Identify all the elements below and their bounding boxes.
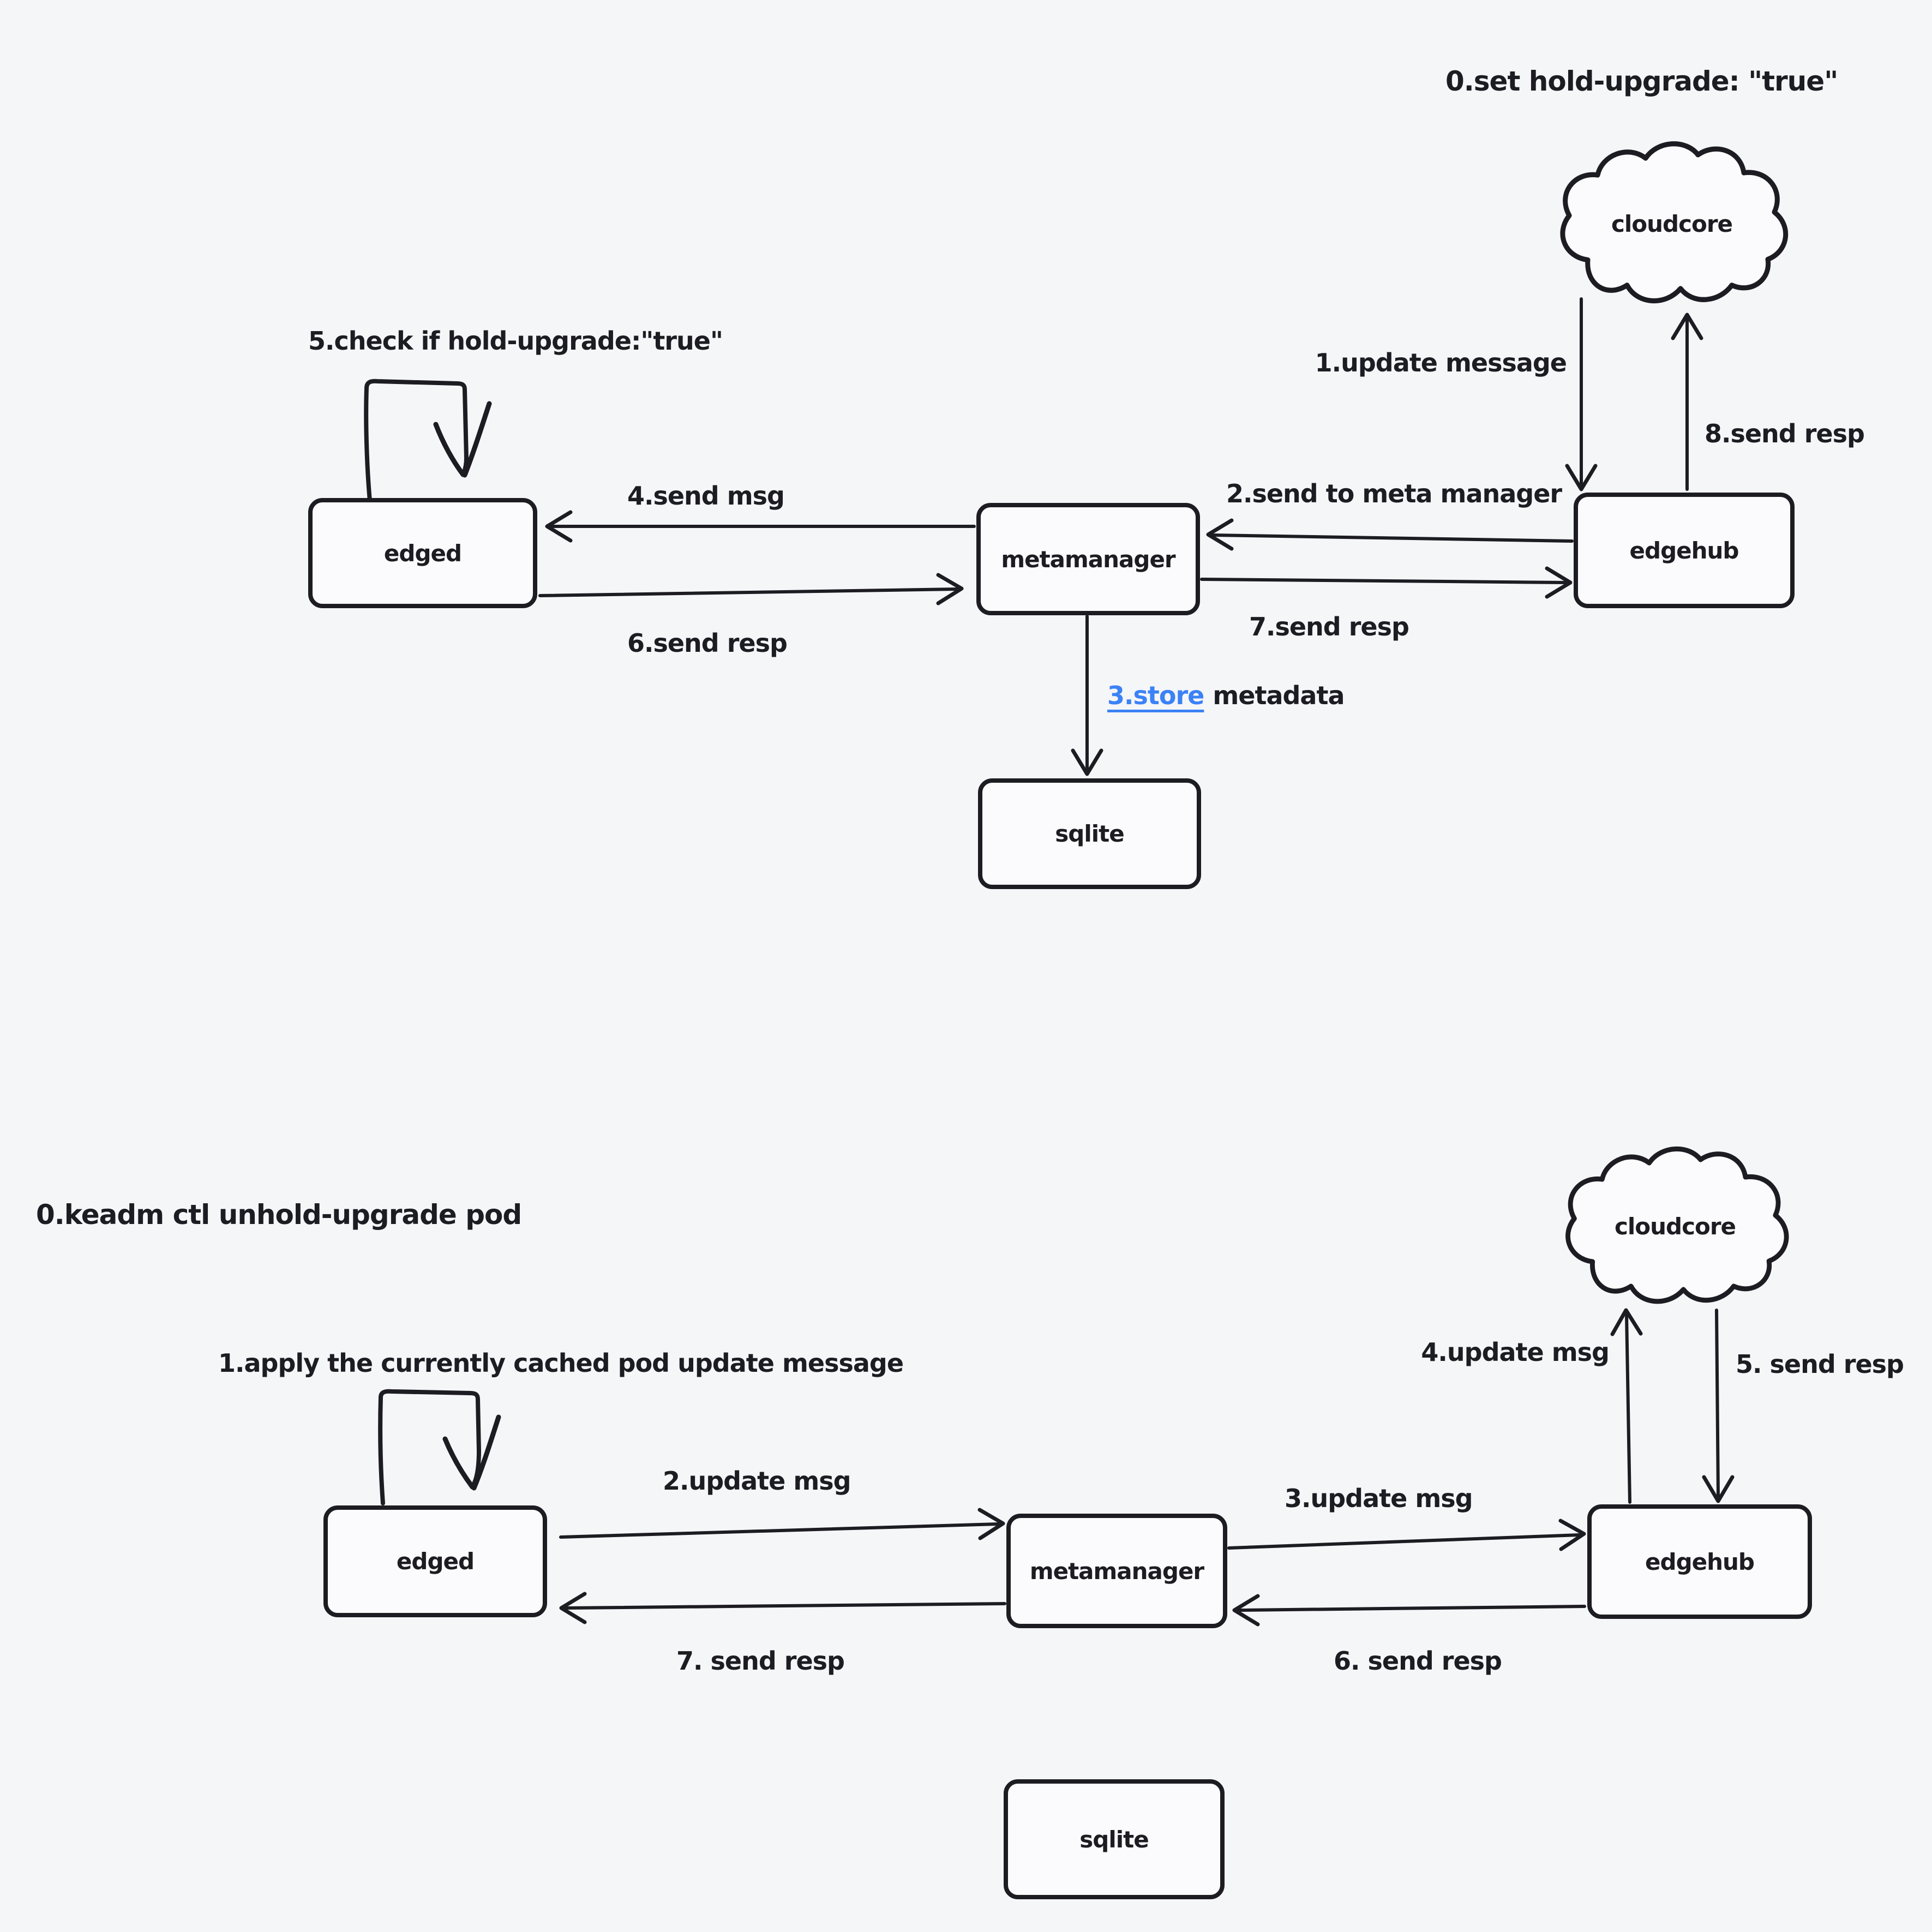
label-send-msg-4: 4.send msg <box>627 481 785 511</box>
arrow-send-to-meta-manager <box>1206 518 1574 551</box>
node-edgehub-top-label: edgehub <box>1629 537 1739 564</box>
node-metamanager-bottom: metamanager <box>1006 1514 1227 1628</box>
label-send-resp-6b: 6. send resp <box>1334 1646 1502 1676</box>
label-apply-cached: 1.apply the currently cached pod update … <box>218 1348 904 1378</box>
cloudcore-shape-top <box>1560 141 1789 304</box>
node-sqlite-top: sqlite <box>978 778 1201 889</box>
label-store-metadata: 3.store metadata <box>1107 681 1345 710</box>
store-link-rest: metadata <box>1213 681 1345 710</box>
arrow-update-msg-2 <box>559 1508 1005 1540</box>
self-loop-apply-cached <box>378 1389 501 1505</box>
label-send-resp-5b: 5. send resp <box>1736 1349 1904 1379</box>
node-cloudcore-top-label: cloudcore <box>1611 210 1733 237</box>
label-update-msg-4: 4.update msg <box>1421 1337 1610 1367</box>
node-cloudcore-bottom-label: cloudcore <box>1614 1213 1736 1240</box>
arrow-send-resp-8 <box>1671 313 1703 491</box>
node-cloudcore-bottom: cloudcore <box>1557 1144 1793 1308</box>
node-metamanager-top-label: metamanager <box>1001 545 1175 573</box>
self-loop-check-hold <box>364 379 492 503</box>
node-edgehub-bottom-label: edgehub <box>1645 1548 1755 1575</box>
bottom-flow-title: 0.keadm ctl unhold-upgrade pod <box>36 1199 522 1231</box>
arrow-send-resp-7b <box>559 1592 1006 1624</box>
node-edgehub-bottom: edgehub <box>1587 1504 1812 1619</box>
label-check-hold-upgrade: 5.check if hold-upgrade:"true" <box>308 326 723 356</box>
label-send-resp-8: 8.send resp <box>1705 419 1865 448</box>
store-link[interactable]: 3.store <box>1107 681 1204 710</box>
label-update-msg-3: 3.update msg <box>1285 1484 1473 1513</box>
node-edged-top: edged <box>308 498 537 608</box>
cloudcore-shape-bottom <box>1565 1147 1789 1304</box>
top-flow-title: 0.set hold-upgrade: "true" <box>1445 65 1838 97</box>
arrow-update-message <box>1565 297 1598 491</box>
label-update-message: 1.update message <box>1315 348 1567 377</box>
label-send-resp-7: 7.send resp <box>1249 612 1409 641</box>
label-send-resp-7b: 7. send resp <box>676 1646 845 1676</box>
node-metamanager-top: metamanager <box>976 503 1200 615</box>
arrow-send-resp-7 <box>1200 566 1573 599</box>
node-sqlite-bottom: sqlite <box>1004 1779 1225 1899</box>
arrow-send-resp-6 <box>538 573 964 605</box>
node-edged-bottom-label: edged <box>396 1548 475 1575</box>
arrow-send-resp-5b <box>1702 1309 1735 1503</box>
node-cloudcore-top: cloudcore <box>1552 139 1792 308</box>
node-edgehub-top: edgehub <box>1574 493 1795 608</box>
label-send-to-meta-manager: 2.send to meta manager <box>1226 479 1562 508</box>
node-edged-bottom: edged <box>323 1505 547 1617</box>
arrow-update-msg-3 <box>1227 1519 1586 1551</box>
node-sqlite-bottom-label: sqlite <box>1079 1826 1149 1853</box>
arrow-store-metadata <box>1071 615 1103 776</box>
arrow-send-msg-4 <box>545 510 976 543</box>
arrow-update-msg-4 <box>1610 1308 1643 1504</box>
arrow-send-resp-6b <box>1232 1594 1586 1627</box>
node-sqlite-top-label: sqlite <box>1055 820 1124 847</box>
label-update-msg-2: 2.update msg <box>663 1466 851 1496</box>
label-send-resp-6: 6.send resp <box>627 628 788 658</box>
node-edged-top-label: edged <box>383 539 462 567</box>
node-metamanager-bottom-label: metamanager <box>1029 1557 1204 1585</box>
